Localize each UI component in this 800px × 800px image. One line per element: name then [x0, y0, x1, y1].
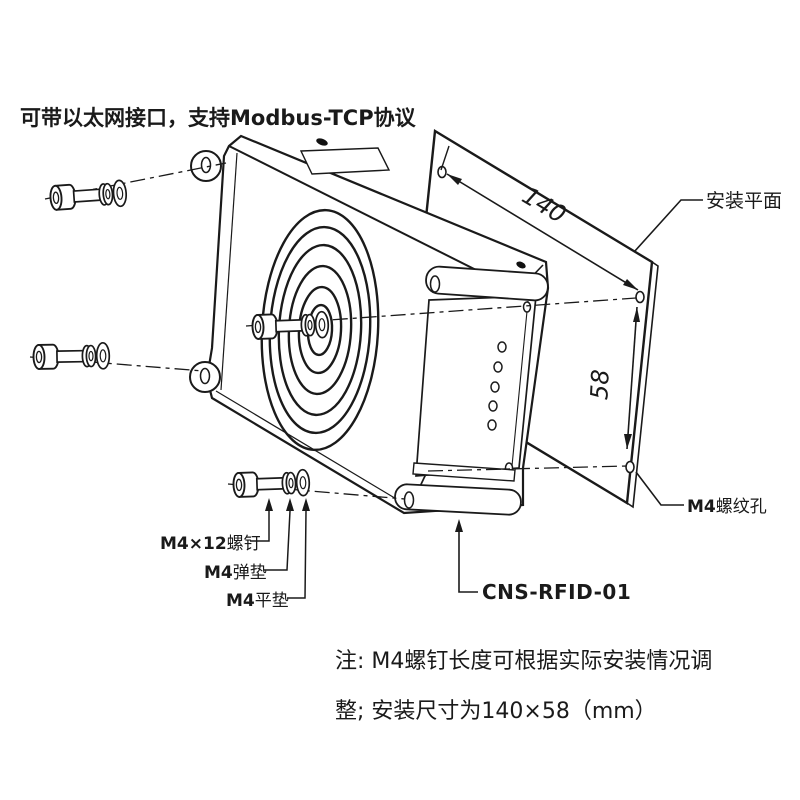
- note-line-2: 整; 安装尺寸为140×58（mm）: [335, 699, 657, 724]
- arrowhead: [302, 498, 310, 511]
- rear-flange-hole-top: [522, 301, 532, 313]
- leader-spring-washer-label: [264, 510, 291, 571]
- mounting-plate-thickness-edge: [626, 261, 659, 509]
- flange-ear-top-hole: [200, 156, 212, 174]
- screw-label-suffix: 螺钉: [227, 534, 261, 554]
- leader-lines: [250, 199, 703, 599]
- screw-label-prefix: M4×12: [160, 534, 227, 554]
- arrowhead: [455, 519, 463, 532]
- dimension-58-text: 58: [585, 369, 615, 401]
- spring-washer-label-prefix: M4: [204, 563, 233, 583]
- arrowhead: [265, 498, 273, 511]
- leader-model: [458, 522, 478, 593]
- rear-bottom-bar: [394, 483, 522, 516]
- flange-ear-bottom-hole: [199, 367, 211, 385]
- rear-connector-slot: [412, 462, 516, 482]
- rear-bottom-bar-hole: [403, 491, 415, 509]
- screw-label: M4×12螺钉: [160, 534, 261, 554]
- dimension-58: 58: [585, 306, 640, 450]
- plate-hole-tick: [440, 145, 450, 171]
- top-label-recess: [299, 147, 391, 175]
- threaded-hole-label-suffix: 螺纹孔: [716, 497, 767, 517]
- leader-screw-label: [250, 511, 270, 542]
- rear-top-bar: [425, 265, 549, 302]
- plate-hole-top-right: [635, 290, 645, 304]
- leader-threaded-hole: [635, 471, 684, 506]
- threaded-hole-label: M4螺纹孔: [687, 497, 767, 517]
- top-screw-mark-left: [316, 138, 328, 146]
- device-body: [189, 134, 550, 516]
- model-label: CNS-RFID-01: [482, 580, 631, 604]
- flat-washer-label: M4平垫: [226, 591, 289, 611]
- rear-top-bar-hole: [429, 275, 441, 293]
- flat-washer-label-suffix: 平垫: [255, 591, 289, 611]
- top-screw-mark-right: [516, 261, 526, 269]
- rear-panel-inner-edge: [511, 300, 529, 467]
- screw-assembly-bottom: [232, 468, 311, 500]
- spring-washer-label-suffix: 弹垫: [233, 563, 267, 583]
- arrowhead: [633, 307, 640, 322]
- ethernet-feature-note: 可带以太网接口，支持Modbus-TCP协议: [20, 106, 417, 130]
- flat-washer-label-prefix: M4: [226, 591, 255, 611]
- rear-indicator-holes: [487, 341, 507, 431]
- screw-assembly-top: [48, 178, 128, 213]
- arrowhead: [286, 498, 294, 511]
- threaded-hole-label-prefix: M4: [687, 497, 716, 517]
- plate-hole-bottom-right: [625, 460, 635, 474]
- arrowhead: [624, 434, 632, 449]
- flange-inner-edge: [220, 152, 238, 391]
- screw-assembly-middle: [32, 341, 111, 371]
- arrowhead: [623, 279, 638, 290]
- leader-mounting-plane: [633, 199, 703, 253]
- note-line-1: 注: M4螺钉长度可根据实际安装情况调: [335, 649, 712, 674]
- rear-panel: [415, 295, 537, 477]
- spring-washer-label: M4弹垫: [204, 563, 267, 583]
- centerline-bottom-holes: [427, 465, 629, 472]
- mounting-plane-label: 安装平面: [706, 190, 782, 212]
- top-front-edge: [228, 145, 519, 292]
- leader-flat-washer-label: [287, 510, 307, 599]
- arrowhead: [447, 174, 462, 185]
